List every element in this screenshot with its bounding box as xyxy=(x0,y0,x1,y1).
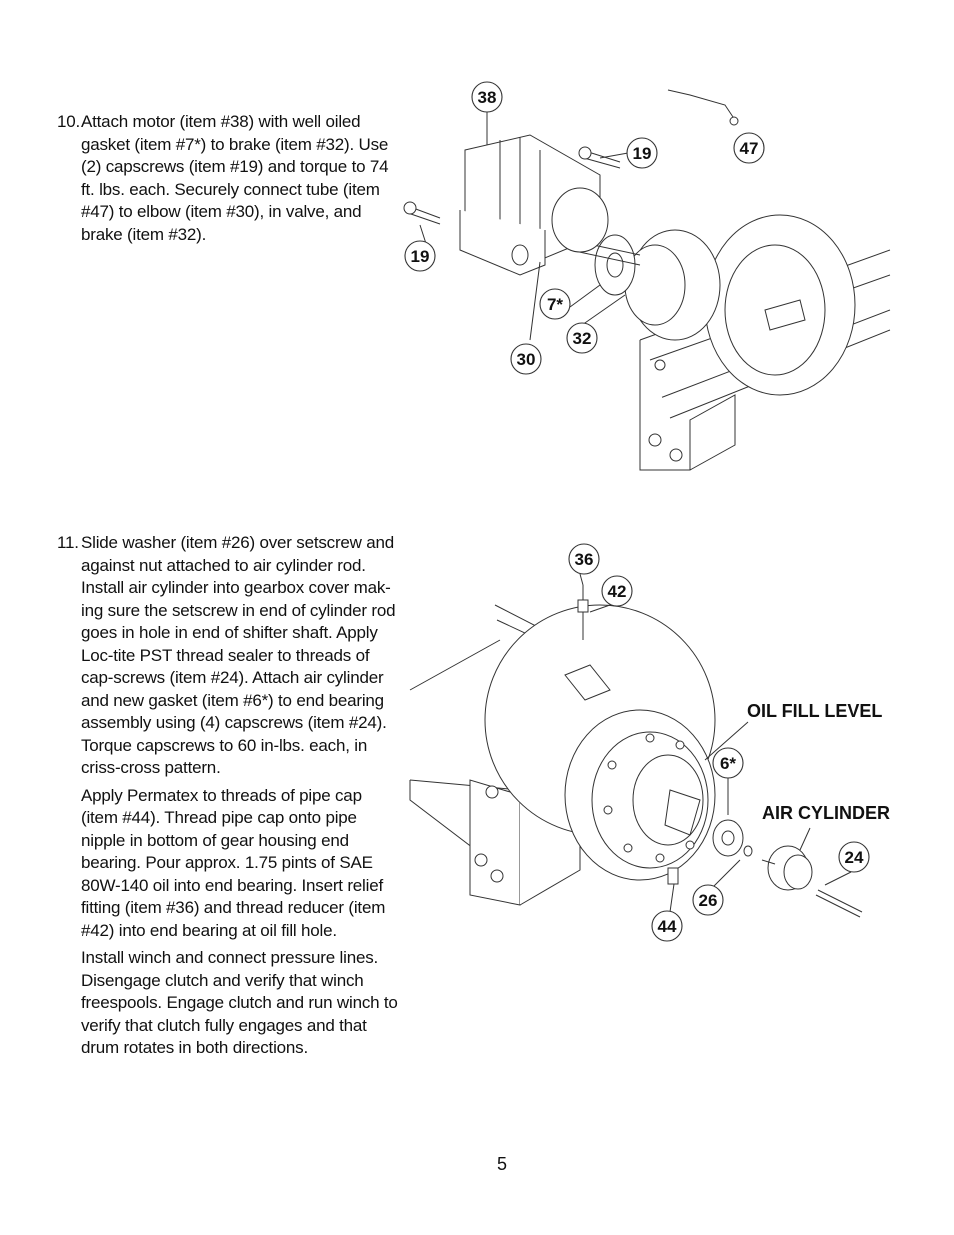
callout-label: 24 xyxy=(845,848,864,867)
callout-44: 44 xyxy=(651,910,683,942)
callout-6: 6* xyxy=(712,747,744,779)
callout-label: 44 xyxy=(658,917,677,936)
step-paragraph: Attach motor (item #38) with well oiled … xyxy=(81,112,389,244)
callout-30: 30 xyxy=(510,343,542,375)
callout-label: 6* xyxy=(720,754,736,773)
callout-label: 38 xyxy=(478,88,497,107)
callout-label: 26 xyxy=(699,891,718,910)
callout-label: 36 xyxy=(575,550,594,569)
callout-19-upper: 19 xyxy=(626,137,658,169)
callout-26: 26 xyxy=(692,884,724,916)
callout-47: 47 xyxy=(733,132,765,164)
step-paragraph: Install winch and connect pressure lines… xyxy=(81,948,398,1057)
callout-label: 7* xyxy=(547,295,563,314)
step-number: 11. xyxy=(57,533,79,552)
page-number: 5 xyxy=(497,1154,508,1174)
callout-label: 19 xyxy=(411,247,430,266)
callout-label: 32 xyxy=(573,329,592,348)
callout-label: 30 xyxy=(517,350,536,369)
step-paragraph: Apply Permatex to threads of pipe cap (i… xyxy=(81,785,386,940)
callout-24: 24 xyxy=(838,841,870,873)
callout-19-lower: 19 xyxy=(404,240,436,272)
air-cylinder-label: AIR CYLINDER xyxy=(762,803,891,823)
step-paragraph: Slide washer (item #26) over setscrew an… xyxy=(81,533,396,777)
callout-label: 19 xyxy=(633,144,652,163)
oil-fill-level-label: OIL FILL LEVEL xyxy=(747,701,883,721)
step-number: 10. xyxy=(57,112,81,131)
callout-32: 32 xyxy=(566,322,598,354)
callout-38: 38 xyxy=(471,81,503,113)
step-10: 10. Attach motor (item #38) with well oi… xyxy=(57,111,397,246)
step-11: 11. Slide washer (item #26) over setscre… xyxy=(57,532,402,1060)
callout-7: 7* xyxy=(539,288,571,320)
figure-motor-brake xyxy=(403,89,891,471)
callout-label: 47 xyxy=(740,139,759,158)
callout-label: 42 xyxy=(608,582,627,601)
callout-36: 36 xyxy=(568,543,600,575)
figure-end-bearing xyxy=(409,573,863,918)
callout-42: 42 xyxy=(601,575,633,607)
